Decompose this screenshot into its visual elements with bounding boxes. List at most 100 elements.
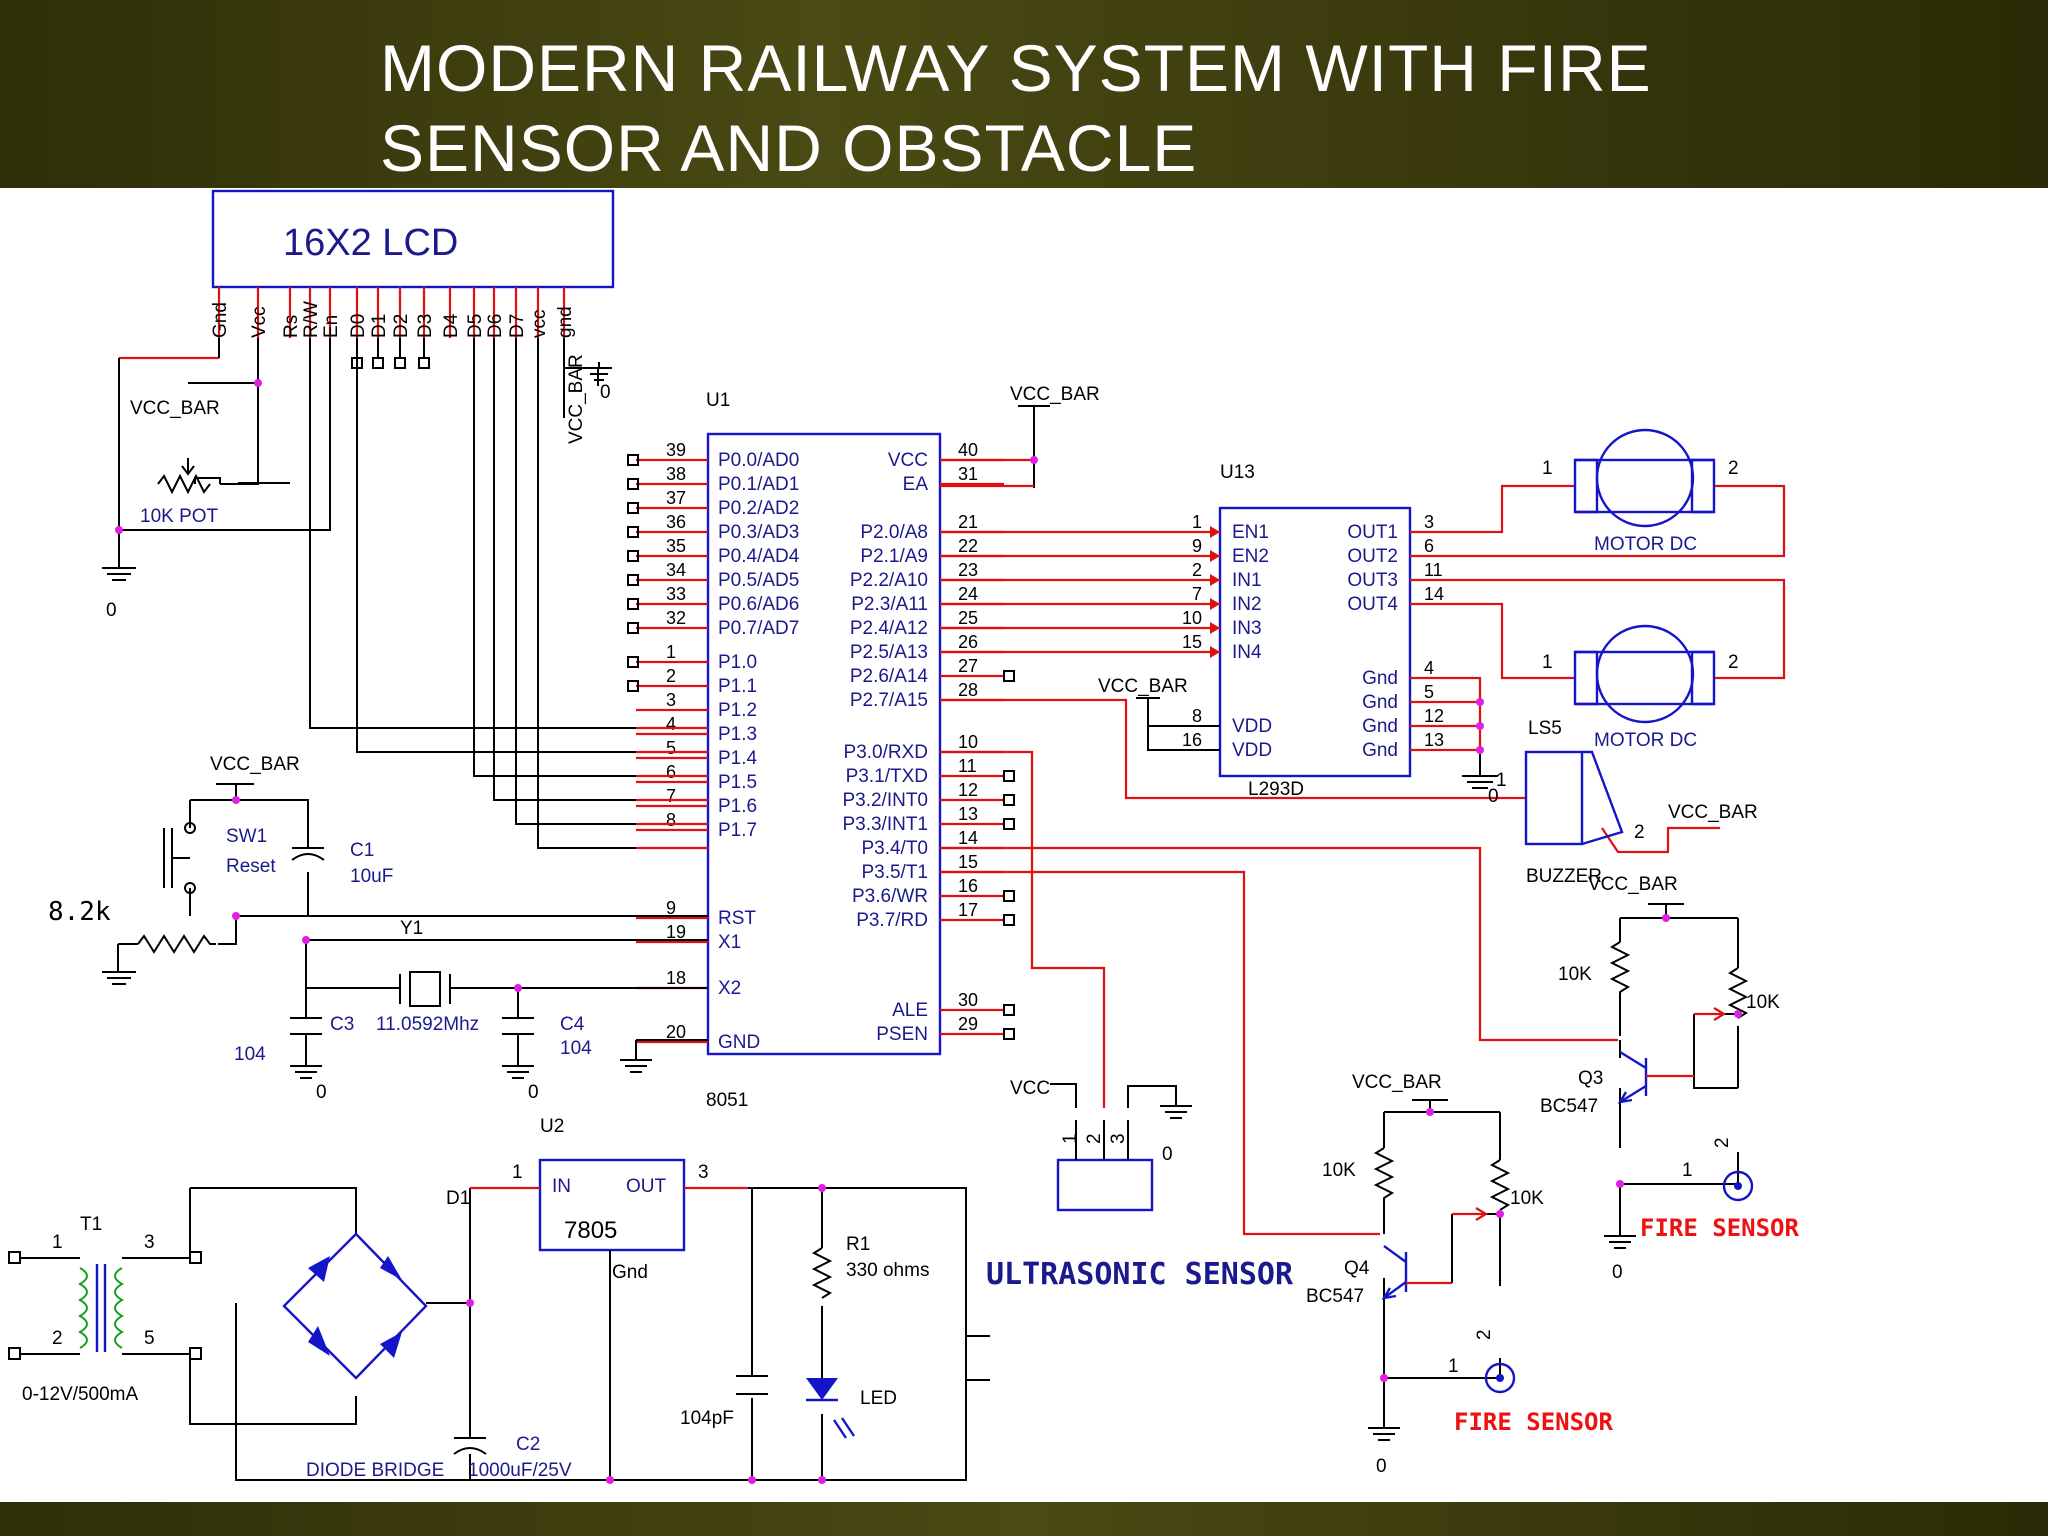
c2-value: 1000uF/25V bbox=[468, 1460, 572, 1481]
mcu-pin-number: 6 bbox=[666, 762, 676, 782]
ground-label-2: 0 bbox=[600, 382, 611, 403]
mcu-pin-name: P1.2 bbox=[718, 700, 757, 721]
lcd-pin-label: D3 bbox=[415, 314, 436, 338]
mcu-pin-number: 18 bbox=[666, 968, 686, 988]
driver-pin-name: EN1 bbox=[1232, 522, 1269, 543]
c4-capacitor bbox=[502, 1017, 534, 1046]
q3-part: BC547 bbox=[1540, 1096, 1598, 1117]
mcu-pin-name: P0.2/AD2 bbox=[718, 498, 799, 519]
r1-value: 330 ohms bbox=[846, 1260, 929, 1281]
motor1-pin2: 2 bbox=[1728, 458, 1739, 479]
lcd-box bbox=[211, 189, 615, 289]
crystal-freq: 11.0592Mhz bbox=[376, 1014, 479, 1035]
driver-pin-name: IN1 bbox=[1232, 570, 1262, 591]
ground-label-1: 0 bbox=[106, 600, 117, 621]
motor2-pin2: 2 bbox=[1728, 652, 1739, 673]
mcu-pin-name: P2.4/A12 bbox=[850, 618, 928, 639]
lcd-pin-label: D2 bbox=[391, 314, 412, 338]
schematic-labels: VCC_BAR 10K POT 0 0 VCC_BAR VCC_BAR VCC_… bbox=[22, 354, 1799, 1481]
lcd-pin-label: Vcc bbox=[249, 306, 270, 338]
q3-pot-10k bbox=[1727, 967, 1749, 1019]
led-label: LED bbox=[860, 1388, 897, 1409]
regulator-out: OUT bbox=[626, 1176, 667, 1197]
capacitor-104pf bbox=[736, 1375, 768, 1395]
mcu-pin-number: 19 bbox=[666, 922, 686, 942]
mcu-pin-name: PSEN bbox=[876, 1024, 928, 1045]
mcu-pin-name: P1.5 bbox=[718, 772, 757, 793]
c3-value: 104 bbox=[234, 1044, 266, 1065]
lcd-pin-label: Gnd bbox=[210, 302, 231, 338]
lcd-pin-terminal bbox=[394, 357, 406, 369]
fire-sensor-1-element bbox=[1722, 1170, 1754, 1202]
c3-label: C3 bbox=[330, 1014, 354, 1035]
mcu-pin-number: 24 bbox=[958, 584, 978, 604]
motor1-label: MOTOR DC bbox=[1594, 534, 1697, 555]
mcu-pin-name: P2.3/A11 bbox=[851, 594, 928, 615]
ultrasonic-sensor-box bbox=[1056, 1158, 1154, 1212]
c2-capacitor bbox=[453, 1437, 487, 1470]
regulator-in: IN bbox=[552, 1176, 571, 1197]
mcu-pin-name: P0.7/AD7 bbox=[718, 618, 799, 639]
ground-label-5: 0 bbox=[1488, 786, 1499, 807]
q4-r1-label: 10K bbox=[1322, 1160, 1356, 1181]
mcu-pin-terminal bbox=[627, 574, 639, 586]
vcc-bar-label-8: VCC_BAR bbox=[1352, 1072, 1442, 1093]
lcd-pin-label: D0 bbox=[348, 314, 369, 338]
driver-pin-name: OUT2 bbox=[1347, 546, 1398, 567]
driver-pin-name: EN2 bbox=[1232, 546, 1269, 567]
driver-pin-number: 10 bbox=[1182, 608, 1202, 628]
c1-label: C1 bbox=[350, 840, 374, 861]
mcu-pin-name: P2.0/A8 bbox=[860, 522, 928, 543]
title-line-1: MODERN RAILWAY SYSTEM WITH FIRE bbox=[380, 31, 1652, 105]
mcu-pin-name: P2.6/A14 bbox=[850, 666, 929, 687]
regulator-pin1: 1 bbox=[512, 1162, 523, 1183]
lcd-pin-label: D1 bbox=[369, 314, 390, 338]
mcu-pin-number: 15 bbox=[958, 852, 978, 872]
transistor-q3 bbox=[1617, 1050, 1694, 1104]
mcu-pin-terminal bbox=[1003, 914, 1015, 926]
c4-label: C4 bbox=[560, 1014, 585, 1035]
ultrasonic-pin3: 3 bbox=[1108, 1133, 1129, 1144]
mcu-pin-number: 33 bbox=[666, 584, 686, 604]
mcu-pin-name: P1.3 bbox=[718, 724, 757, 745]
mcu-pin-name: P1.0 bbox=[718, 652, 757, 673]
vcc-bar-label-2: VCC_BAR bbox=[566, 354, 587, 444]
driver-pin-number: 4 bbox=[1424, 658, 1434, 678]
driver-pin-name: IN3 bbox=[1232, 618, 1262, 639]
driver-pin-number: 2 bbox=[1192, 560, 1202, 580]
lcd-pin-label: D4 bbox=[441, 313, 462, 338]
fire2-pin2: 2 bbox=[1474, 1329, 1495, 1340]
mcu-pin-name: P1.7 bbox=[718, 820, 757, 841]
buzzer-label: BUZZER bbox=[1526, 866, 1602, 887]
mcu-pin-name: P1.6 bbox=[718, 796, 757, 817]
mcu-box bbox=[706, 432, 942, 1056]
vcc-label: VCC bbox=[1010, 1078, 1050, 1099]
mcu-pin-name: GND bbox=[718, 1032, 760, 1053]
driver-pin-number: 3 bbox=[1424, 512, 1434, 532]
c4-value: 104 bbox=[560, 1038, 592, 1059]
mcu-pin-number: 14 bbox=[958, 828, 978, 848]
mcu-pin-name: X1 bbox=[718, 932, 741, 953]
regulator-pin3: 3 bbox=[698, 1162, 709, 1183]
diode-bridge bbox=[282, 1232, 428, 1380]
title-banner bbox=[0, 0, 2048, 188]
mcu-pin-number: 8 bbox=[666, 810, 676, 830]
transformer-ref: T1 bbox=[80, 1214, 102, 1235]
q3-r2-label: 10K bbox=[1746, 992, 1780, 1013]
mcu-pin-name: P3.4/T0 bbox=[861, 838, 928, 859]
mcu-part: 8051 bbox=[706, 1090, 748, 1111]
mcu-pin-name: P2.7/A15 bbox=[850, 690, 928, 711]
driver-box bbox=[1218, 506, 1412, 778]
motor2-pin1: 1 bbox=[1542, 652, 1553, 673]
ground-symbols bbox=[102, 362, 1636, 1441]
mcu-pin-number: 34 bbox=[666, 560, 686, 580]
reset-label: Reset bbox=[226, 856, 276, 877]
driver-pin-number: 12 bbox=[1424, 706, 1444, 726]
mcu-pin-number: 26 bbox=[958, 632, 978, 652]
mcu-pin-number: 35 bbox=[666, 536, 686, 556]
transformer-rating: 0-12V/500mA bbox=[22, 1384, 139, 1405]
ground-label-6: 0 bbox=[1612, 1262, 1623, 1283]
mcu-pin-name: P3.7/RD bbox=[856, 910, 928, 931]
lcd-pin-label: D7 bbox=[507, 314, 528, 338]
